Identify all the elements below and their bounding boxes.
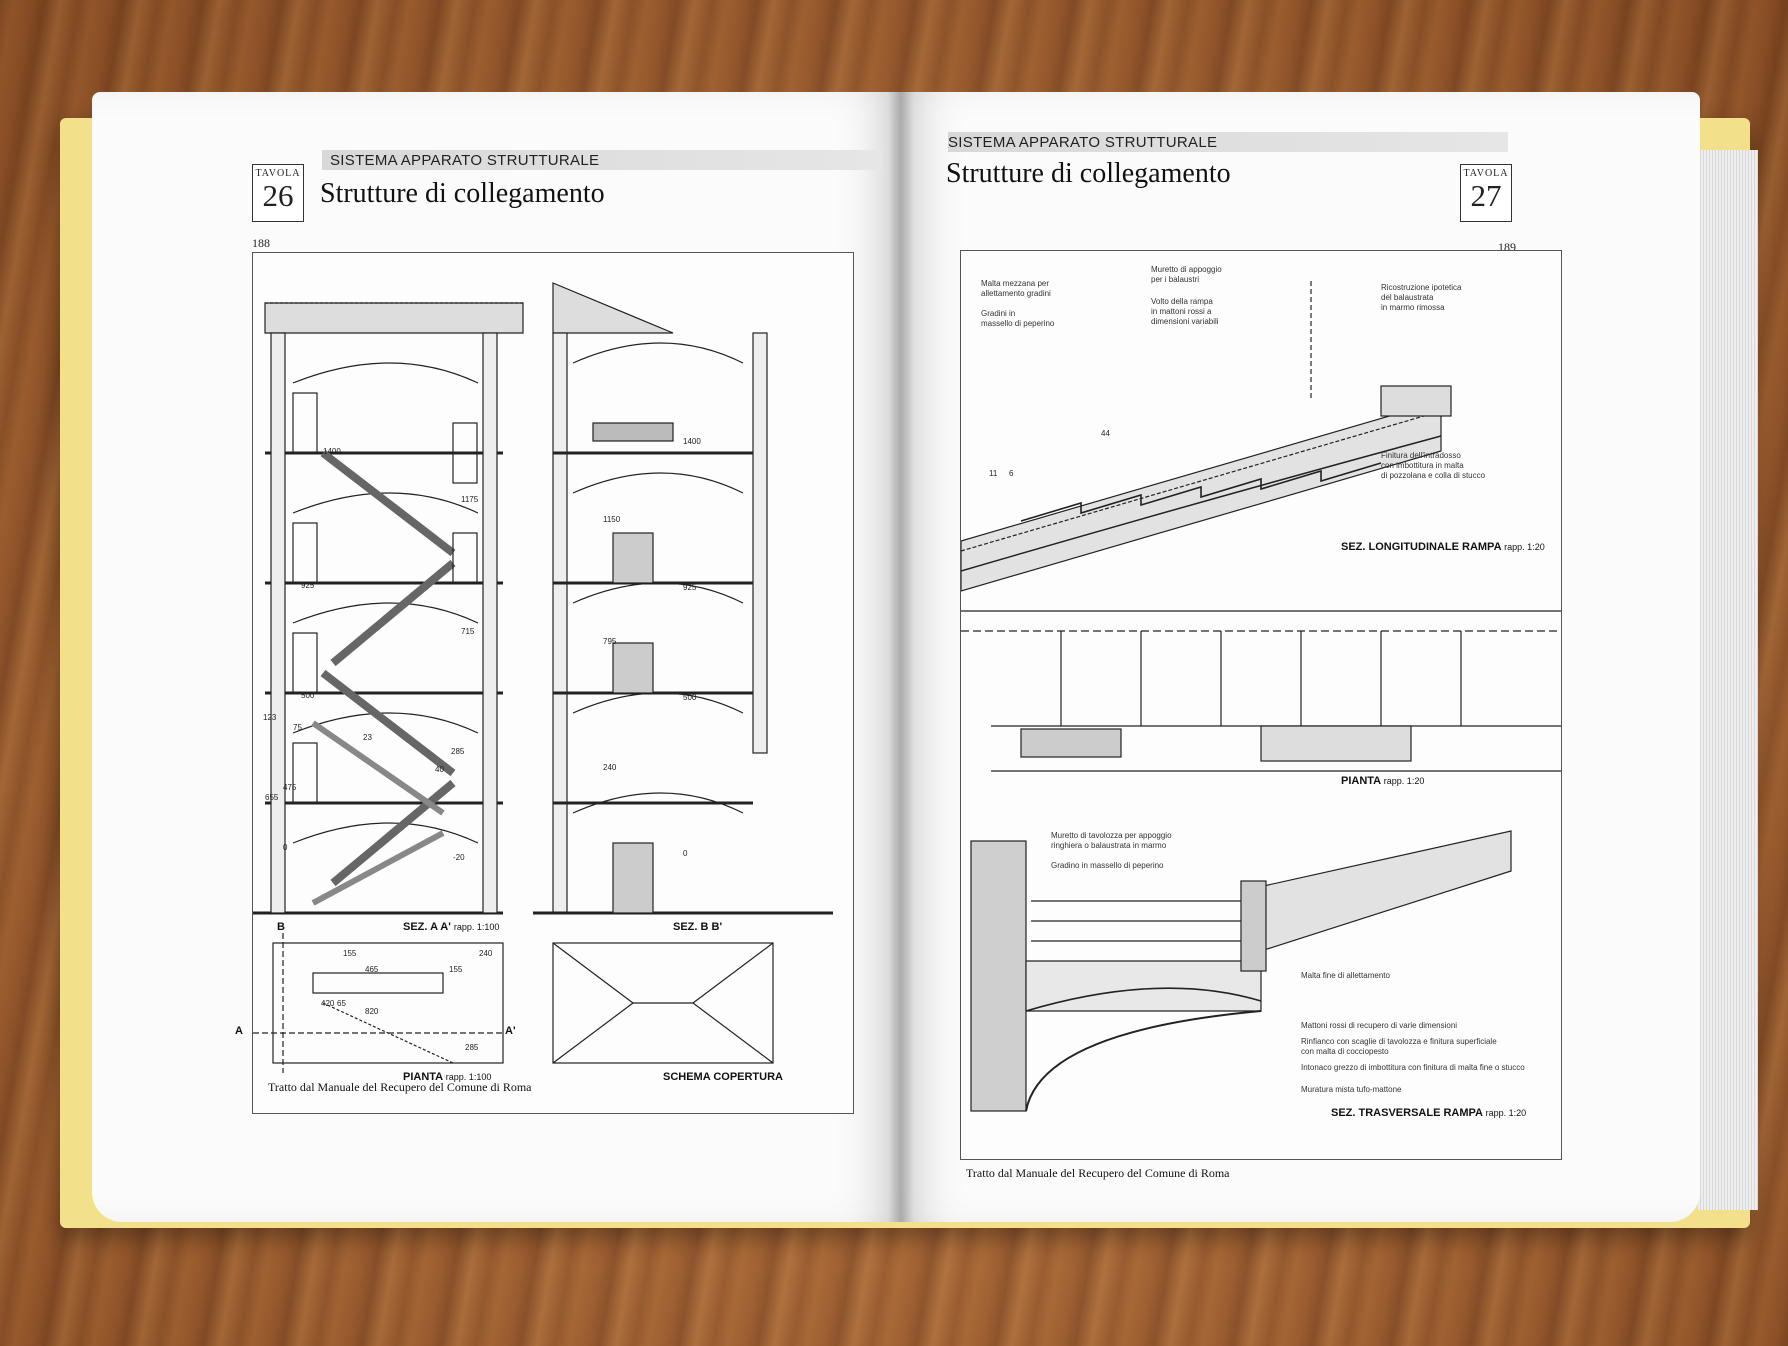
sez-aa-label: SEZ. A A' rapp. 1:100 bbox=[403, 921, 499, 933]
dim-label: 820 bbox=[365, 1007, 379, 1016]
left-tavola-box: TAVOLA 26 bbox=[252, 164, 304, 222]
dim-label: 65 bbox=[337, 999, 346, 1008]
right-page-title: Strutture di collegamento bbox=[946, 158, 1231, 189]
dim-label: 155 bbox=[343, 949, 357, 958]
pianta-right-label: PIANTA rapp. 1:20 bbox=[1341, 775, 1424, 787]
dim-label: 40 bbox=[435, 765, 444, 774]
note-malta-mezzana: Malta mezzana per allettamento gradini bbox=[981, 279, 1051, 298]
left-page-number: 188 bbox=[252, 236, 270, 250]
dim-label: 475 bbox=[283, 783, 297, 792]
schema-copertura-label: SCHEMA COPERTURA bbox=[663, 1071, 783, 1083]
sez-long-name: SEZ. LONGITUDINALE RAMPA bbox=[1341, 541, 1502, 553]
note-rinfianco: Rinfianco con scaglie di tavolozza e fin… bbox=[1301, 1037, 1497, 1056]
dim-label: 75 bbox=[293, 723, 302, 732]
right-drawing-frame: Malta mezzana per allettamento gradini G… bbox=[960, 250, 1562, 1160]
dim-label: 1175 bbox=[461, 495, 479, 504]
pianta-right-scale: rapp. 1:20 bbox=[1383, 776, 1425, 786]
right-page: SISTEMA APPARATO STRUTTURALE TAVOLA 27 S… bbox=[900, 92, 1700, 1222]
dim-6: 6 bbox=[1009, 469, 1014, 478]
dim-label: 655 bbox=[265, 793, 279, 802]
staircase-drawing bbox=[253, 282, 833, 1073]
right-section-bar: SISTEMA APPARATO STRUTTURALE bbox=[948, 132, 1508, 152]
marker-a: A bbox=[235, 1025, 243, 1037]
sez-long-scale: rapp. 1:20 bbox=[1504, 542, 1545, 552]
note-muratura: Muratura mista tufo-mattone bbox=[1301, 1085, 1402, 1094]
dim-label: 1150 bbox=[603, 515, 621, 524]
left-tavola-label: TAVOLA bbox=[255, 168, 301, 179]
left-section-bar: SISTEMA APPARATO STRUTTURALE bbox=[322, 150, 882, 170]
dim-label: 925 bbox=[301, 581, 315, 590]
dim-label: 1400 bbox=[323, 447, 341, 456]
dim-44: 44 bbox=[1101, 429, 1110, 438]
note-gradino-massello: Gradino in massello di peperino bbox=[1051, 861, 1164, 870]
pianta-name: PIANTA bbox=[403, 1071, 443, 1083]
dim-label: 155 bbox=[449, 965, 463, 974]
note-volto-rampa: Volto della rampa in mattoni rossi a dim… bbox=[1151, 297, 1219, 326]
left-page: SISTEMA APPARATO STRUTTURALE TAVOLA 26 S… bbox=[92, 92, 900, 1222]
dim-label: 420 bbox=[321, 999, 335, 1008]
dim-label: 715 bbox=[461, 627, 475, 636]
dim-label: -20 bbox=[453, 853, 465, 862]
dim-label: 925 bbox=[683, 583, 697, 592]
dim-label: 23 bbox=[363, 733, 372, 742]
left-page-title: Strutture di collegamento bbox=[320, 178, 605, 209]
left-tavola-number: 26 bbox=[262, 178, 294, 213]
dim-label: 465 bbox=[365, 965, 379, 974]
page-edges bbox=[1698, 150, 1758, 1210]
note-ricostruzione: Ricostruzione ipotetica del balaustrata … bbox=[1381, 283, 1462, 312]
right-tavola-label: TAVOLA bbox=[1463, 168, 1509, 179]
dim-label: 500 bbox=[683, 693, 697, 702]
right-credit: Tratto dal Manuale del Recupero del Comu… bbox=[966, 1166, 1230, 1180]
note-muretto-appoggio: Muretto di appoggio per i balaustri bbox=[1151, 265, 1222, 284]
dim-label: 1400 bbox=[683, 437, 701, 446]
right-tavola-number: 27 bbox=[1470, 178, 1502, 213]
sez-trasversale-label: SEZ. TRASVERSALE RAMPA rapp. 1:20 bbox=[1331, 1107, 1526, 1119]
ramp-drawing bbox=[961, 281, 1561, 1112]
sez-aa-name: SEZ. A A' bbox=[403, 921, 451, 933]
right-tavola-box: TAVOLA 27 bbox=[1460, 164, 1512, 222]
dim-label: 0 bbox=[283, 843, 288, 852]
left-drawing-frame: 1400 1175 925 715 500 285 40 23 123 75 6… bbox=[235, 252, 854, 1114]
sez-trasv-scale: rapp. 1:20 bbox=[1485, 1108, 1527, 1118]
dim-label: 240 bbox=[603, 763, 617, 772]
dim-label: 240 bbox=[479, 949, 493, 958]
sez-aa-scale: rapp. 1:100 bbox=[453, 922, 500, 932]
note-finitura: Finitura dell'intradosso con imbottitura… bbox=[1381, 451, 1486, 480]
right-section-title: SISTEMA APPARATO STRUTTURALE bbox=[948, 134, 1218, 151]
note-intonaco: Intonaco grezzo di imbottitura con finit… bbox=[1301, 1063, 1525, 1072]
dim-label: 0 bbox=[683, 849, 688, 858]
dim-label: 795 bbox=[603, 637, 617, 646]
left-credit: Tratto dal Manuale del Recupero del Comu… bbox=[268, 1080, 532, 1094]
sez-longitudinale-label: SEZ. LONGITUDINALE RAMPA rapp. 1:20 bbox=[1341, 541, 1545, 553]
note-malta-fine: Malta fine di allettamento bbox=[1301, 971, 1390, 980]
sez-bb-label: SEZ. B B' bbox=[673, 921, 723, 933]
pianta-label: PIANTA rapp. 1:100 bbox=[403, 1071, 491, 1083]
note-gradini: Gradini in massello di peperino bbox=[981, 309, 1055, 328]
pianta-scale: rapp. 1:100 bbox=[445, 1072, 492, 1082]
note-muretto-tavolozza: Muretto di tavolozza per appoggio ringhi… bbox=[1051, 831, 1172, 850]
sez-trasv-name: SEZ. TRASVERSALE RAMPA bbox=[1331, 1107, 1483, 1119]
dim-label: 123 bbox=[263, 713, 277, 722]
dim-label: 285 bbox=[451, 747, 465, 756]
note-mattoni-rossi: Mattoni rossi di recupero di varie dimen… bbox=[1301, 1021, 1458, 1030]
marker-b: B bbox=[277, 921, 285, 933]
dim-label: 500 bbox=[301, 691, 315, 700]
marker-a-prime: A' bbox=[505, 1025, 516, 1037]
dim-label: 285 bbox=[465, 1043, 479, 1052]
dim-11: 11 bbox=[989, 469, 998, 478]
pianta-right-name: PIANTA bbox=[1341, 775, 1381, 787]
book-gutter bbox=[888, 92, 914, 1222]
left-section-title: SISTEMA APPARATO STRUTTURALE bbox=[330, 152, 600, 169]
